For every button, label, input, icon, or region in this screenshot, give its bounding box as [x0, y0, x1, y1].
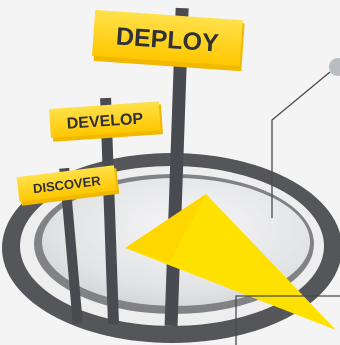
discover-post — [59, 167, 83, 325]
discover-sign: DISCOVER — [16, 165, 120, 206]
develop-post — [100, 97, 119, 325]
callout-lines — [235, 58, 340, 345]
yellow-pointer-shade — [125, 194, 206, 262]
develop-sign: DEVELOP — [48, 101, 163, 142]
develop-label: DEVELOP — [66, 110, 144, 132]
deploy-sign: DEPLOY — [91, 9, 245, 72]
top-callout-line — [271, 71, 331, 218]
bottom-callout-line — [235, 295, 340, 345]
top-callout-dot — [329, 58, 340, 76]
